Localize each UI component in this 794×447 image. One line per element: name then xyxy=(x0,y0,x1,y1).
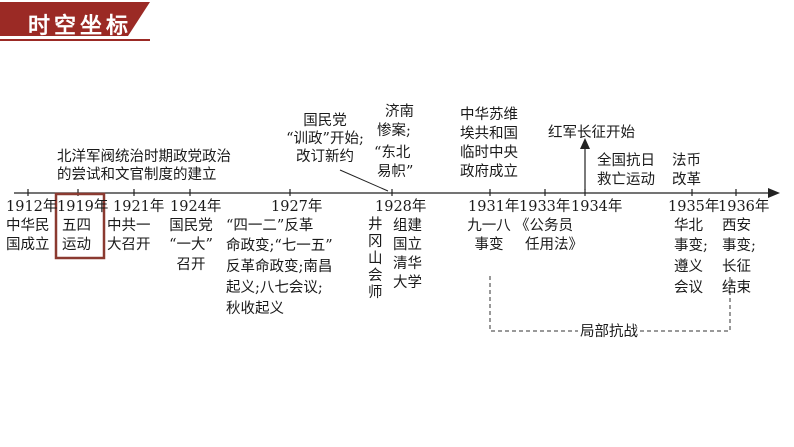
highlight-box-1919 xyxy=(54,192,106,260)
event-1933-line: 《公务员 xyxy=(515,218,573,234)
year-label: 1924年 xyxy=(170,199,222,215)
event-1928b-line: 组建 xyxy=(393,218,422,234)
event-anti-japan-line: 全国抗日 xyxy=(597,153,655,169)
event-currency-line: 法币 xyxy=(672,153,701,169)
event-1933-line: 任用法》 xyxy=(525,237,583,253)
axis-arrow xyxy=(768,188,780,198)
event-jinan-line: 济南 xyxy=(385,104,414,120)
event-1928a-char: 会 xyxy=(368,268,383,284)
event-guomindang-line: 国民党 xyxy=(303,113,347,129)
event-guomindang-line: 改订新约 xyxy=(296,149,354,165)
section-header: 时空坐标 xyxy=(0,0,150,44)
year-label: 1912年 xyxy=(6,199,58,215)
event-1924-line: 国民党 xyxy=(169,218,213,234)
event-1927-line: 起义;八七会议; xyxy=(226,280,323,296)
event-1928a-char: 井 xyxy=(368,217,383,233)
event-1927-line: 反革命政变;南昌 xyxy=(226,259,333,275)
event-1931-line: 九一八 xyxy=(467,218,511,234)
event-1928b-line: 清华 xyxy=(393,256,422,272)
event-soviet-line: 临时中央 xyxy=(460,145,518,161)
event-jinan-line: 惨案; xyxy=(377,123,411,139)
period-label-local-war: 局部抗战 xyxy=(578,323,640,341)
year-label: 1928年 xyxy=(375,199,427,215)
event-1935-line: 华北 xyxy=(674,218,703,234)
event-guomindang-line: “训政”开始; xyxy=(286,131,364,147)
event-jinan-line: 易帜” xyxy=(377,164,414,180)
local-war-bracket xyxy=(489,276,731,332)
event-1928a-char: 师 xyxy=(368,285,383,301)
event-1927-line: 命政变;“七一五” xyxy=(226,238,333,254)
event-1927-line: “四一二”反革 xyxy=(226,218,314,234)
event-1919-line: 运动 xyxy=(62,237,91,253)
year-label: 1927年 xyxy=(271,199,323,215)
year-label: 1933年 xyxy=(519,199,571,215)
event-1912-line: 中华民 xyxy=(6,218,50,234)
event-1936-line: 西安 xyxy=(722,218,751,234)
event-1931-line: 事变 xyxy=(474,237,504,253)
event-1919-line: 五四 xyxy=(62,218,91,234)
event-1927-line: 秋收起义 xyxy=(226,301,284,317)
year-label: 1935年 xyxy=(668,199,720,215)
event-1921-line: 大召开 xyxy=(107,237,151,253)
period-label-line: 的尝试和文官制度的建立 xyxy=(57,167,217,183)
event-1928a-char: 冈 xyxy=(368,234,383,250)
event-1921-line: 中共一 xyxy=(107,218,151,234)
event-anti-japan-line: 救亡运动 xyxy=(597,172,655,188)
event-1928b-line: 大学 xyxy=(393,275,422,291)
event-1935-line: 遵义 xyxy=(674,259,703,275)
event-jinan-line: “东北 xyxy=(374,145,411,161)
event-soviet-line: 中华苏维 xyxy=(460,107,518,123)
header-banner-shape xyxy=(0,2,150,41)
header-title: 时空坐标 xyxy=(28,14,133,39)
year-label: 1919年 xyxy=(57,199,109,215)
event-1928b-line: 国立 xyxy=(393,237,422,253)
axis-ticks xyxy=(27,189,737,196)
event-currency-line: 改革 xyxy=(672,172,701,188)
event-1935-line: 会议 xyxy=(674,280,703,296)
year-label: 1921年 xyxy=(113,199,165,215)
long-march-arrowhead xyxy=(580,138,590,149)
year-label: 1934年 xyxy=(571,199,623,215)
event-1924-line: 召开 xyxy=(176,257,206,273)
event-1936-line: 长征 xyxy=(722,259,751,275)
event-long-march-start: 红军长征开始 xyxy=(548,125,635,141)
event-1936-line: 事变; xyxy=(722,238,756,254)
event-1924-line: “一大” xyxy=(169,237,213,253)
event-soviet-line: 埃共和国 xyxy=(460,126,518,142)
event-1928a-char: 山 xyxy=(368,251,383,267)
year-label: 1931年 xyxy=(468,199,520,215)
event-1936-line: 结束 xyxy=(722,280,751,296)
pointer-line xyxy=(339,169,389,192)
year-label: 1936年 xyxy=(718,199,770,215)
event-1935-line: 事变; xyxy=(674,238,708,254)
event-1912-line: 国成立 xyxy=(6,237,50,253)
period-label-line: 北洋军阀统治时期政党政治 xyxy=(57,149,231,165)
event-soviet-line: 政府成立 xyxy=(460,164,518,180)
